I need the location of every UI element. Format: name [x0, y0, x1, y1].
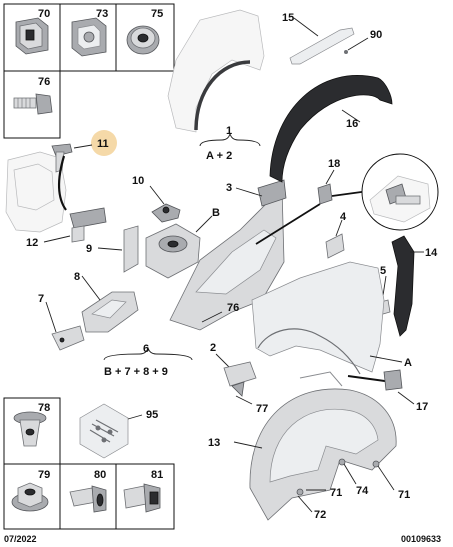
nut-79-icon	[11, 482, 49, 512]
clip-78-icon	[13, 411, 47, 447]
callout-76-diagram: 76	[227, 302, 239, 314]
leader-18-arrow	[255, 203, 321, 245]
callout-8: 8	[74, 271, 80, 283]
callout-79: 79	[38, 469, 50, 481]
callout-16: 16	[346, 118, 358, 130]
callout-81: 81	[151, 469, 163, 481]
callout-2: 2	[210, 342, 216, 354]
highlight-11	[91, 130, 117, 156]
bracket-4	[325, 233, 345, 259]
callout-95: 95	[146, 409, 158, 421]
callout-4: 4	[340, 211, 347, 223]
callout-76-box: 76	[38, 76, 50, 88]
fastener-81-icon	[123, 483, 161, 513]
mount-10	[151, 203, 181, 223]
bracket-12	[69, 207, 107, 243]
callout-74: 74	[356, 485, 369, 497]
callout-7: 7	[38, 293, 44, 305]
nut-75-icon	[126, 25, 160, 55]
callout-B: B	[212, 207, 220, 219]
apron-assembly-3	[169, 179, 287, 331]
callout-5: 5	[380, 265, 386, 277]
callout-73: 73	[96, 8, 108, 20]
callout-1-composition: A + 2	[206, 150, 232, 162]
clip-70-icon	[15, 17, 49, 55]
footer-date: 07/2022	[4, 534, 37, 544]
clip-18	[317, 183, 333, 205]
detail-circle-18	[361, 153, 439, 231]
fastener-grid-bottom: 78 79 80 81	[3, 397, 175, 530]
callout-6-composition: B + 7 + 8 + 9	[104, 366, 168, 378]
bolt-76-icon	[13, 93, 53, 115]
callout-18: 18	[328, 158, 340, 170]
bracket-7	[51, 325, 85, 351]
callout-72: 72	[314, 509, 326, 521]
callout-77: 77	[256, 403, 268, 415]
callout-10: 10	[132, 175, 144, 187]
fastener-grid-top: 70 73 75 76	[3, 3, 175, 139]
wheel-arch-liner-13	[249, 371, 397, 521]
bracket-2	[223, 361, 257, 397]
callout-A: A	[404, 357, 412, 369]
strut-tower-B	[145, 223, 201, 279]
bracket-9	[123, 225, 139, 273]
screw-80-icon	[69, 485, 107, 513]
callout-17: 17	[416, 401, 428, 413]
callout-11: 11	[97, 138, 109, 150]
bracket-8	[81, 291, 139, 333]
clip-73-icon	[71, 17, 107, 57]
trim-strip-15	[289, 27, 355, 65]
callout-75: 75	[151, 8, 163, 20]
body-structure-ghost	[5, 151, 67, 233]
fender-ghost	[167, 9, 265, 133]
seal-14	[391, 235, 415, 337]
callout-70: 70	[38, 8, 50, 20]
callout-90: 90	[370, 29, 382, 41]
footer-reference: 00109633	[401, 534, 441, 544]
callout-9: 9	[86, 243, 92, 255]
fastener-kit-95-icon	[79, 403, 129, 459]
front-fender-A	[251, 261, 385, 375]
callout-71-left: 71	[330, 487, 342, 499]
wheel-arch-molding-16	[269, 75, 393, 183]
callout-14: 14	[425, 247, 438, 259]
callout-71-right: 71	[398, 489, 410, 501]
callout-80: 80	[94, 469, 106, 481]
callout-13: 13	[208, 437, 220, 449]
callout-6: 6	[143, 343, 149, 355]
callout-15: 15	[282, 12, 294, 24]
callout-3: 3	[226, 182, 232, 194]
callout-12: 12	[26, 237, 38, 249]
callout-1: 1	[226, 125, 232, 137]
clip-17	[383, 369, 403, 391]
callout-78: 78	[38, 402, 50, 414]
